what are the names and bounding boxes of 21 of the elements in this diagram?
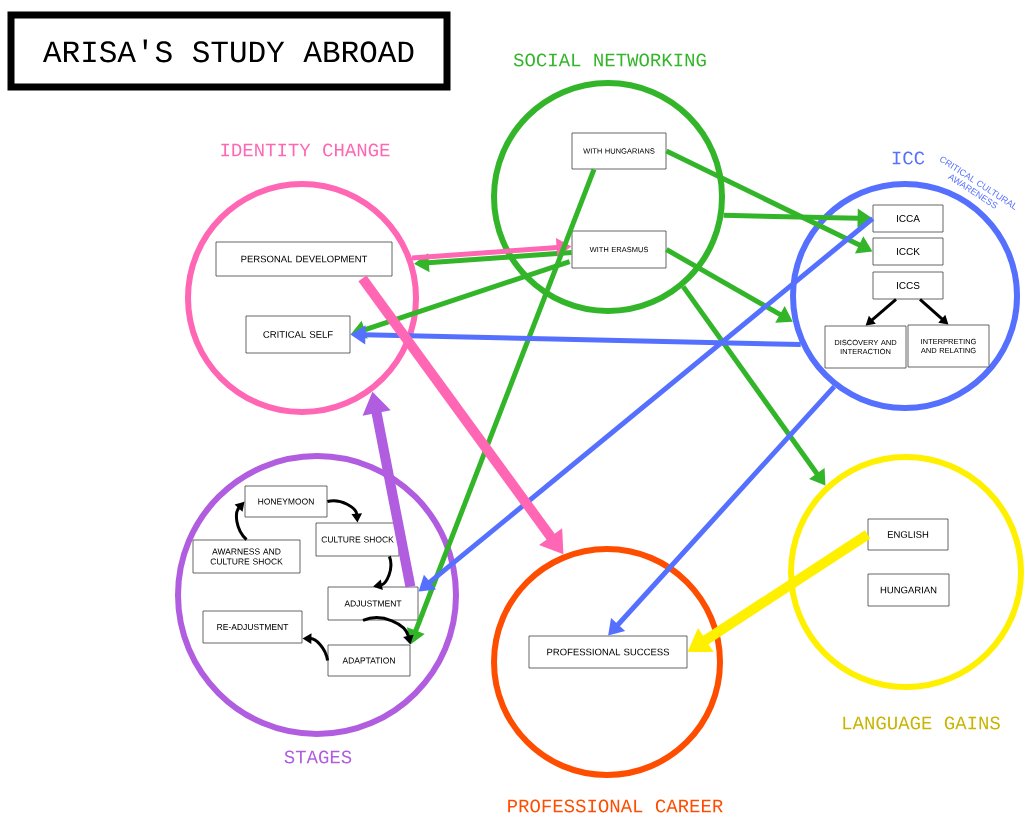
concept-box: CRITICAL SELF [245, 315, 351, 354]
concept-box: PERSONAL DEVELOPMENT [215, 241, 393, 277]
circle-heading: ICC [892, 151, 925, 165]
concept-box: ENGLISH [867, 518, 949, 551]
concept-box: ICCK [872, 237, 944, 266]
concept-box: HONEYMOON [244, 485, 328, 518]
title-box: ARISA'S STUDY ABROAD [7, 11, 451, 91]
circle-heading: SOCIAL NETWORKING [513, 53, 706, 67]
concept-box: CULTURE SHOCK [315, 522, 400, 557]
circle-heading: IDENTITY CHANGE [221, 143, 390, 157]
concept-box: ADJUSTMENT [327, 586, 419, 621]
concept-box: ICCA [872, 204, 944, 233]
circle-heading: STAGES [284, 750, 352, 764]
concept-box: RE-ADJUSTMENT [202, 610, 303, 644]
concept-box: PROFESSIONAL SUCCESS [528, 635, 688, 669]
concept-box: HUNGARIAN [867, 573, 950, 607]
circle-heading: PROFESSIONAL CAREER [508, 799, 723, 813]
circle-heading: LANGUAGE GAINS [843, 716, 1000, 730]
concept-box: ICCS [872, 271, 944, 300]
concept-box: AWARNESS AND CULTURE SHOCK [192, 539, 301, 574]
concept-box: ADAPTATION [327, 644, 411, 677]
